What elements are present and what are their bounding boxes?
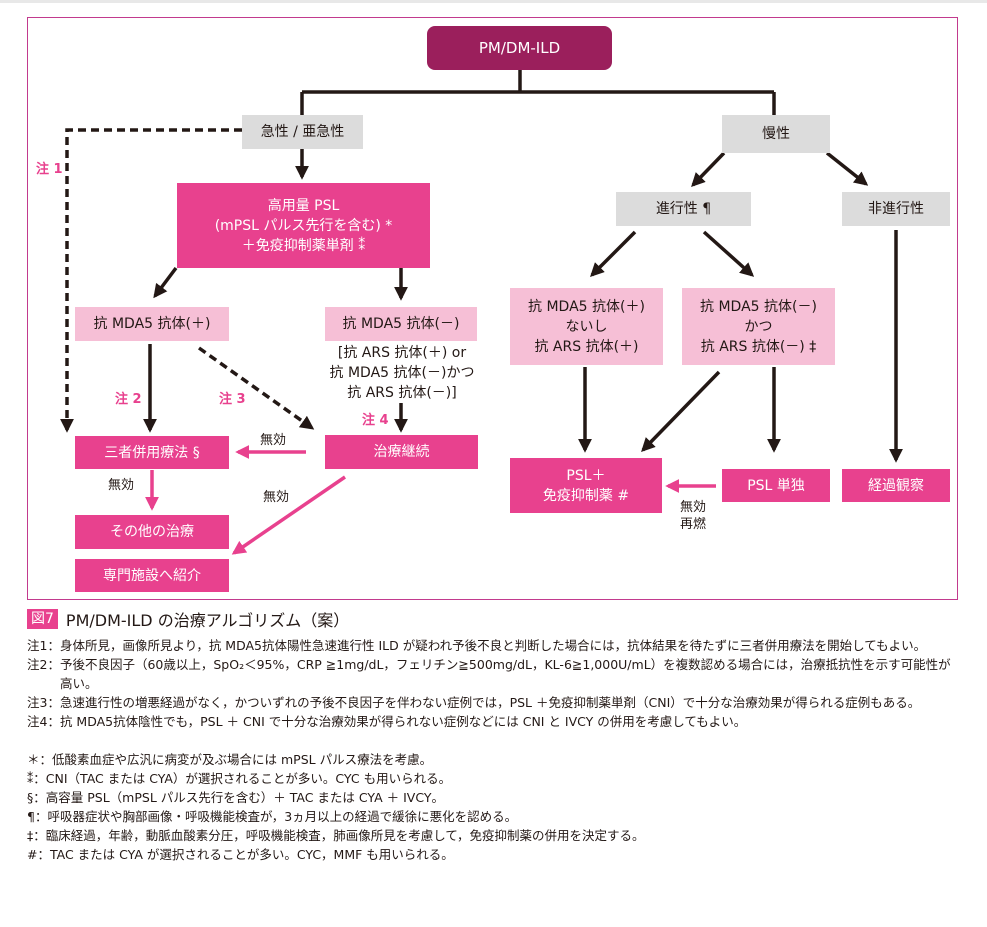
mda5-neg-detail: [抗 ARS 抗体(＋) or 抗 MDA5 抗体(－)かつ 抗 ARS 抗体(… bbox=[329, 345, 475, 401]
referral-node: 専門施設へ紹介 bbox=[75, 559, 229, 592]
footnote-text: TAC または CYA が選択されることが多い。CYC，MMF も用いられる。 bbox=[49, 847, 454, 862]
chronic-to-nonprogressive bbox=[825, 151, 869, 186]
mda5-pos-node: 抗 MDA5 抗体(＋) bbox=[75, 307, 229, 341]
note-key: 注3： bbox=[27, 695, 60, 710]
footnote-item: ＊： 低酸素血症や広汎に病変が及ぶ場合には mPSL パルス療法を考慮。 bbox=[27, 750, 962, 769]
note-item: 注3： 急速進行性の増悪経過がなく，かついずれの予後不良因子を伴わない症例では，… bbox=[27, 693, 962, 712]
high-dose-node: 高用量 PSL (mPSL パルス先行を含む) * ＋免疫抑制薬単剤 ⁑ bbox=[177, 183, 430, 268]
ineffective-relapse-label: 無効 再燃 bbox=[680, 500, 707, 532]
note2-label: 注 2 bbox=[115, 392, 142, 407]
footnote-item: §： 高容量 PSL（mPSL パルス先行を含む）＋ TAC または CYA ＋… bbox=[27, 788, 962, 807]
prog-pos-node: 抗 MDA5 抗体(＋) ないし 抗 ARS 抗体(＋) bbox=[510, 288, 663, 365]
other-therapy-node: その他の治療 bbox=[75, 515, 229, 549]
note4-label: 注 4 bbox=[362, 413, 389, 428]
note-key: 注4： bbox=[27, 714, 60, 729]
ineffective-label-2: 無効 bbox=[108, 478, 135, 493]
prog-neg-node: 抗 MDA5 抗体(－) かつ 抗 ARS 抗体(－) ‡ bbox=[682, 288, 835, 365]
note-text: 抗 MDA5抗体陰性でも，PSL ＋ CNI で十分な治療効果が得られない症例な… bbox=[59, 714, 747, 729]
note-key: 注1： bbox=[27, 638, 60, 653]
footnote-key: #： bbox=[27, 847, 50, 862]
footnote-key: ＊： bbox=[27, 752, 53, 767]
note-item: 注2： 予後不良因子（60歳以上，SpO₂＜95%，CRP ≧1mg/dL，フェ… bbox=[27, 655, 962, 693]
diagram-frame bbox=[27, 17, 958, 600]
footnote-text: 呼吸器症状や胸部画像・呼吸機能検査が，3ヵ月以上の経過で緩徐に悪化を認める。 bbox=[47, 809, 518, 824]
footnote-text: CNI（TAC または CYA）が選択されることが多い。CYC も用いられる。 bbox=[45, 771, 452, 786]
footnote-text: 低酸素血症や広汎に病変が及ぶ場合には mPSL パルス療法を考慮。 bbox=[52, 752, 433, 767]
figure-number: 図7 bbox=[27, 609, 58, 629]
footnote-text: 高容量 PSL（mPSL パルス先行を含む）＋ TAC または CYA ＋ IV… bbox=[45, 790, 444, 805]
footnote-item: ‡： 臨床経過，年齢，動脈血酸素分圧，呼吸機能検査，肺画像所見を考慮して，免疫抑… bbox=[27, 826, 962, 845]
footnote-key: ‡： bbox=[27, 828, 46, 843]
note-key: 注2： bbox=[27, 657, 60, 672]
chronic-to-progressive bbox=[691, 151, 726, 188]
note-item: 注4： 抗 MDA5抗体陰性でも，PSL ＋ CNI で十分な治療効果が得られな… bbox=[27, 712, 962, 731]
progressive-to-progpos bbox=[590, 230, 637, 277]
psl-only-node: PSL 単独 bbox=[722, 469, 830, 502]
mda5-neg-node: 抗 MDA5 抗体(－) bbox=[325, 307, 477, 341]
ineffective-label-1: 無効 bbox=[260, 433, 287, 448]
note-text: 予後不良因子（60歳以上，SpO₂＜95%，CRP ≧1mg/dL，フェリチン≧… bbox=[59, 657, 951, 691]
note-text: 身体所見，画像所見より，抗 MDA5抗体陽性急速進行性 ILD が疑われ予後不良… bbox=[59, 638, 927, 653]
triple-therapy-node: 三者併用療法 § bbox=[75, 436, 229, 469]
chronic-node: 慢性 bbox=[722, 115, 830, 153]
footnote-key: ¶： bbox=[27, 809, 48, 824]
note3-label: 注 3 bbox=[219, 392, 246, 407]
highdose-to-mda5pos bbox=[153, 266, 178, 299]
figure-title-text: PM/DM-ILD の治療アルゴリズム（案） bbox=[65, 611, 350, 630]
note1-dashed-path bbox=[60, 128, 242, 433]
progressive-to-progneg bbox=[702, 230, 755, 277]
note3-dashed-path bbox=[197, 346, 315, 430]
flow-connectors bbox=[60, 70, 903, 555]
footnote-item: ¶： 呼吸器症状や胸部画像・呼吸機能検査が，3ヵ月以上の経過で緩徐に悪化を認める… bbox=[27, 807, 962, 826]
spacer bbox=[27, 731, 962, 750]
footnote-text: 臨床経過，年齢，動脈血酸素分圧，呼吸機能検査，肺画像所見を考慮して，免疫抑制薬の… bbox=[45, 828, 645, 843]
psl-immuno-node: PSL＋ 免疫抑制薬 # bbox=[510, 458, 662, 513]
observation-node: 経過観察 bbox=[842, 469, 950, 502]
footnote-key: §： bbox=[27, 790, 46, 805]
progressive-node: 進行性 ¶ bbox=[616, 192, 751, 226]
footnote-item: #： TAC または CYA が選択されることが多い。CYC，MMF も用いられ… bbox=[27, 845, 962, 864]
notes-section: 注1： 身体所見，画像所見より，抗 MDA5抗体陽性急速進行性 ILD が疑われ… bbox=[27, 636, 962, 864]
footnote-item: ⁑： CNI（TAC または CYA）が選択されることが多い。CYC も用いられ… bbox=[27, 769, 962, 788]
continue-node: 治療継続 bbox=[325, 435, 478, 469]
note-item: 注1： 身体所見，画像所見より，抗 MDA5抗体陽性急速進行性 ILD が疑われ… bbox=[27, 636, 962, 655]
ineffective-label-3: 無効 bbox=[263, 490, 290, 505]
root-node: PM/DM-ILD bbox=[427, 26, 612, 70]
figure-title: 図7 PM/DM-ILD の治療アルゴリズム（案） bbox=[27, 607, 349, 631]
nonprogressive-node: 非進行性 bbox=[842, 192, 950, 226]
note1-label: 注 1 bbox=[36, 162, 63, 177]
footnote-key: ⁑： bbox=[27, 771, 46, 786]
continue-to-referral bbox=[231, 475, 346, 555]
note-text: 急速進行性の増悪経過がなく，かついずれの予後不良因子を伴わない症例では，PSL … bbox=[59, 695, 921, 710]
top-rule bbox=[0, 0, 987, 3]
progneg-to-pslimm bbox=[641, 370, 721, 453]
acute-node: 急性 / 亜急性 bbox=[242, 115, 363, 149]
